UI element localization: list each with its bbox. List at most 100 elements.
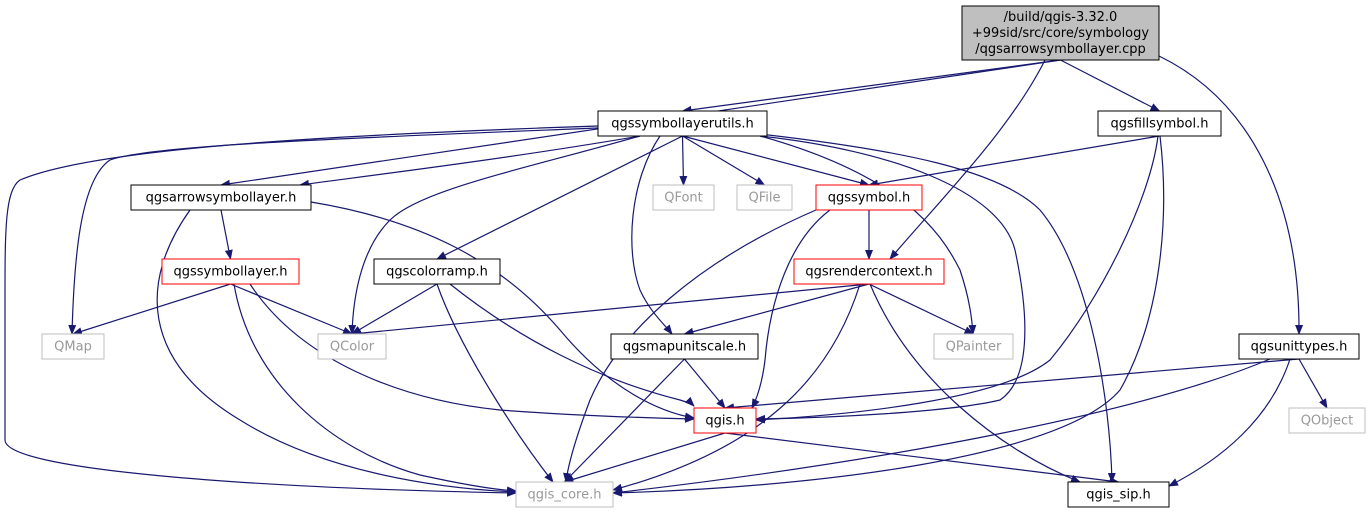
edge-line bbox=[751, 209, 831, 409]
edge-line bbox=[1158, 55, 1304, 335]
node-qgsfillsymbol[interactable]: qgsfillsymbol.h bbox=[1097, 110, 1222, 137]
edge-line bbox=[4, 125, 599, 497]
edge-line bbox=[683, 283, 870, 336]
node-box bbox=[1067, 481, 1170, 508]
edge-line bbox=[868, 135, 1160, 188]
node-qpainter[interactable]: QPainter bbox=[933, 333, 1014, 360]
edge-qgsrendercontext-to-qgsmapunitscale bbox=[683, 283, 870, 336]
edge-qgssymbollayerutils-to-qgis bbox=[755, 135, 1026, 423]
node-qgis[interactable]: qgis.h bbox=[693, 407, 757, 434]
node-qobject[interactable]: QObject bbox=[1288, 407, 1366, 434]
node-label: qgssymbollayerutils.h bbox=[611, 117, 754, 132]
edge-qgssymbollayerutils-to-qgsarrowsymbollayer bbox=[299, 135, 641, 188]
edge-qgssymbol-to-qgis_core bbox=[563, 209, 817, 483]
node-qgssymbollayer[interactable]: qgssymbollayer.h bbox=[161, 258, 300, 285]
edge-line bbox=[68, 127, 599, 335]
edge-line bbox=[156, 209, 517, 496]
node-label: qgis_core.h bbox=[528, 488, 602, 503]
node-box bbox=[515, 481, 614, 508]
node-box bbox=[815, 184, 923, 211]
edge-qgscolorramp-to-qcolor bbox=[351, 283, 438, 335]
edge-root-to-qgsrendercontext bbox=[889, 59, 1046, 260]
node-box bbox=[736, 184, 793, 211]
node-qgsmapunitscale[interactable]: qgsmapunitscale.h bbox=[610, 333, 759, 360]
edge-qgsrendercontext-to-qcolor bbox=[351, 283, 870, 338]
edge-line bbox=[612, 358, 1271, 496]
node-qfont[interactable]: QFont bbox=[652, 184, 715, 211]
node-label: qgsmapunitscale.h bbox=[623, 340, 746, 355]
edge-qgssymbollayerutils-to-qcolor bbox=[348, 135, 641, 335]
nodes-layer: /build/qgis-3.32.0+99sid/src/core/symbol… bbox=[41, 5, 1366, 508]
edges-layer bbox=[4, 55, 1328, 497]
edge-line bbox=[436, 283, 554, 483]
edge-qgsrendercontext-to-qpainter bbox=[868, 283, 975, 335]
edge-line bbox=[299, 135, 641, 188]
edge-line bbox=[233, 283, 517, 495]
edge-qgsarrowsymbollayer-to-qgis_core bbox=[156, 209, 517, 496]
edge-line bbox=[1060, 59, 1161, 112]
node-label: qgis.h bbox=[705, 414, 744, 429]
edge-line bbox=[1168, 358, 1291, 487]
node-label: qgis_sip.h bbox=[1086, 488, 1150, 503]
node-qgsarrowsymbollayer[interactable]: qgsarrowsymbollayer.h bbox=[130, 184, 312, 211]
edge-line bbox=[682, 135, 766, 186]
edge-line bbox=[220, 209, 233, 260]
node-box bbox=[652, 184, 715, 211]
node-label: QFile bbox=[749, 191, 781, 206]
edge-line bbox=[310, 201, 695, 421]
edge-line bbox=[724, 432, 1120, 485]
edge-qgssymbollayerutils-to-qgsmapunitscale bbox=[631, 135, 673, 335]
node-label: qgscolorramp.h bbox=[386, 265, 488, 280]
edge-qgssymbollayerutils-to-qfont bbox=[679, 135, 688, 186]
edge-line bbox=[759, 133, 1116, 483]
node-box bbox=[1238, 333, 1360, 360]
edge-qgssymbollayer-to-qgis_core bbox=[233, 283, 517, 495]
node-qgis_sip[interactable]: qgis_sip.h bbox=[1067, 481, 1170, 508]
edge-line bbox=[682, 135, 870, 187]
node-qgsunittypes[interactable]: qgsunittypes.h bbox=[1238, 333, 1360, 360]
node-box bbox=[130, 184, 312, 211]
edge-qgssymbollayerutils-to-qpainter bbox=[759, 135, 977, 335]
edge-root-to-qgsunittypes bbox=[1158, 55, 1304, 335]
node-label: qgsrendercontext.h bbox=[805, 265, 932, 280]
edge-line bbox=[563, 432, 726, 484]
edge-qgssymbollayerutils-to-qgis_sip bbox=[759, 133, 1116, 483]
edge-qgssymbollayerutils-to-qgssymbol bbox=[682, 135, 870, 187]
node-label: qgsarrowsymbollayer.h bbox=[146, 191, 297, 206]
node-qgsrendercontext[interactable]: qgsrendercontext.h bbox=[793, 258, 945, 285]
node-qgssymbollayerutils[interactable]: qgssymbollayerutils.h bbox=[597, 110, 768, 137]
node-label: QColor bbox=[330, 340, 375, 355]
edge-qgsrendercontext-to-qgis_core bbox=[612, 283, 861, 492]
edge-qgsfillsymbol-to-qgis_core bbox=[612, 135, 1165, 497]
edge-qgssymbol-to-qgis bbox=[751, 209, 831, 409]
edge-qgsarrowsymbollayer-to-qgis bbox=[310, 201, 695, 421]
node-root[interactable]: /build/qgis-3.32.0+99sid/src/core/symbol… bbox=[961, 5, 1160, 61]
node-box bbox=[1288, 407, 1366, 434]
edge-qgis-to-qgis_sip bbox=[724, 432, 1120, 485]
node-box bbox=[961, 5, 1160, 61]
node-qfile[interactable]: QFile bbox=[736, 184, 793, 211]
node-label: qgsunittypes.h bbox=[1251, 340, 1348, 355]
edge-qgsarrowsymbollayer-to-qgssymbollayer bbox=[220, 209, 233, 260]
node-qmap[interactable]: QMap bbox=[41, 333, 105, 360]
node-qgssymbol[interactable]: qgssymbol.h bbox=[815, 184, 923, 211]
node-box bbox=[933, 333, 1014, 360]
edge-line bbox=[612, 135, 1165, 497]
node-box bbox=[597, 110, 768, 137]
edge-line bbox=[563, 358, 685, 483]
edge-line bbox=[869, 283, 1081, 483]
node-qgscolorramp[interactable]: qgscolorramp.h bbox=[373, 258, 501, 285]
edge-qgsmapunitscale-to-qgis_core bbox=[563, 358, 685, 483]
node-label: /build/qgis-3.32.0 bbox=[1004, 10, 1118, 25]
edge-qgis-to-qgis_core bbox=[563, 432, 726, 484]
node-label: QPainter bbox=[946, 340, 1002, 355]
edge-line bbox=[755, 135, 1159, 424]
node-box bbox=[610, 333, 759, 360]
node-label: +99sid/src/core/symbology bbox=[972, 26, 1150, 41]
node-qcolor[interactable]: QColor bbox=[317, 333, 387, 360]
node-qgis_core[interactable]: qgis_core.h bbox=[515, 481, 614, 508]
edge-line bbox=[755, 135, 1026, 423]
edge-line bbox=[684, 358, 726, 409]
edge-qgsunittypes-to-qgis bbox=[724, 358, 1300, 412]
